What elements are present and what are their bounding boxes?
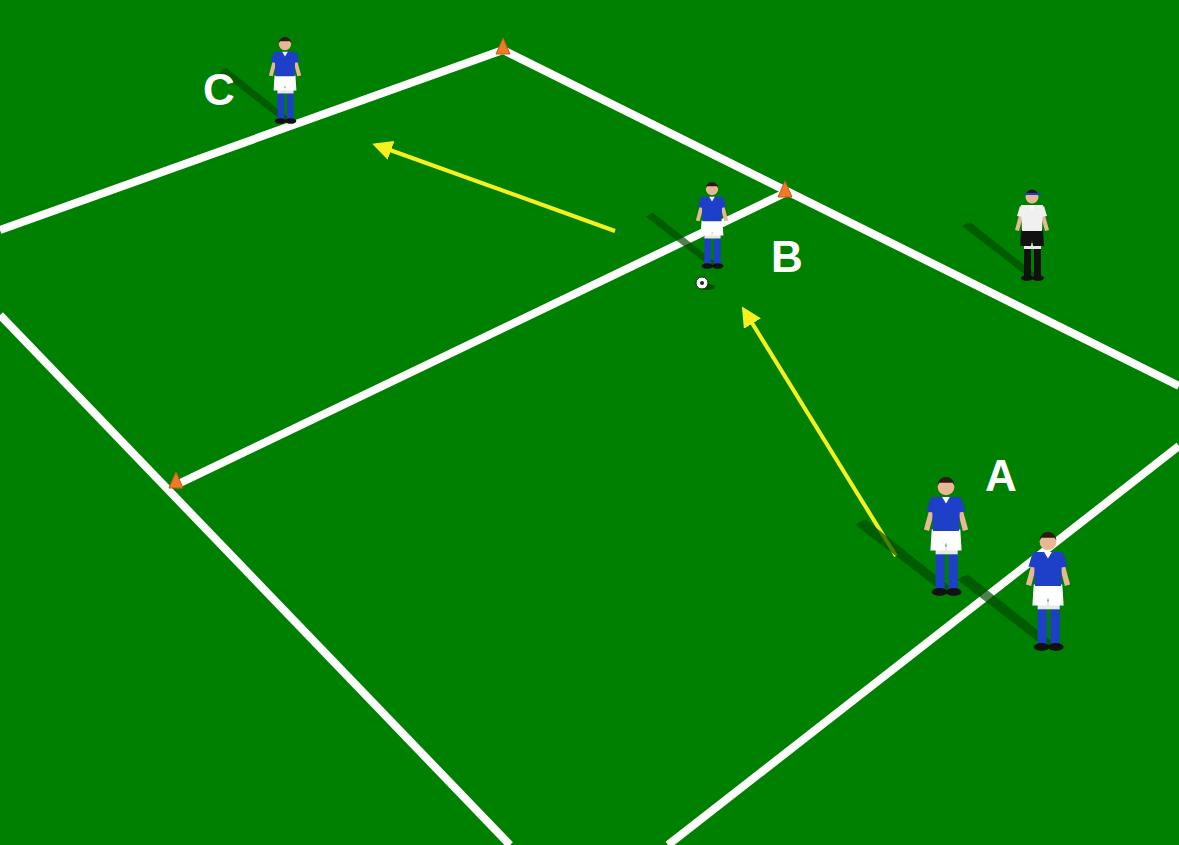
player-label: C bbox=[203, 68, 235, 112]
field-line bbox=[0, 50, 503, 230]
waiting-player bbox=[957, 532, 1070, 651]
player-b bbox=[646, 182, 729, 269]
pass-arrow bbox=[744, 310, 896, 556]
field-line bbox=[668, 446, 1179, 845]
coach-figure bbox=[962, 190, 1049, 282]
field-line bbox=[176, 193, 785, 485]
soccer-ball bbox=[696, 277, 708, 289]
player-label: A bbox=[985, 454, 1017, 498]
field-line bbox=[503, 50, 1179, 386]
pass-arrow bbox=[376, 145, 615, 231]
marker-cone bbox=[496, 38, 510, 54]
marker-cone bbox=[778, 181, 792, 197]
player-label: B bbox=[771, 235, 803, 279]
field-line bbox=[0, 315, 510, 845]
marker-cone bbox=[169, 472, 183, 488]
player-a bbox=[855, 477, 968, 596]
ball-patch bbox=[700, 281, 704, 285]
